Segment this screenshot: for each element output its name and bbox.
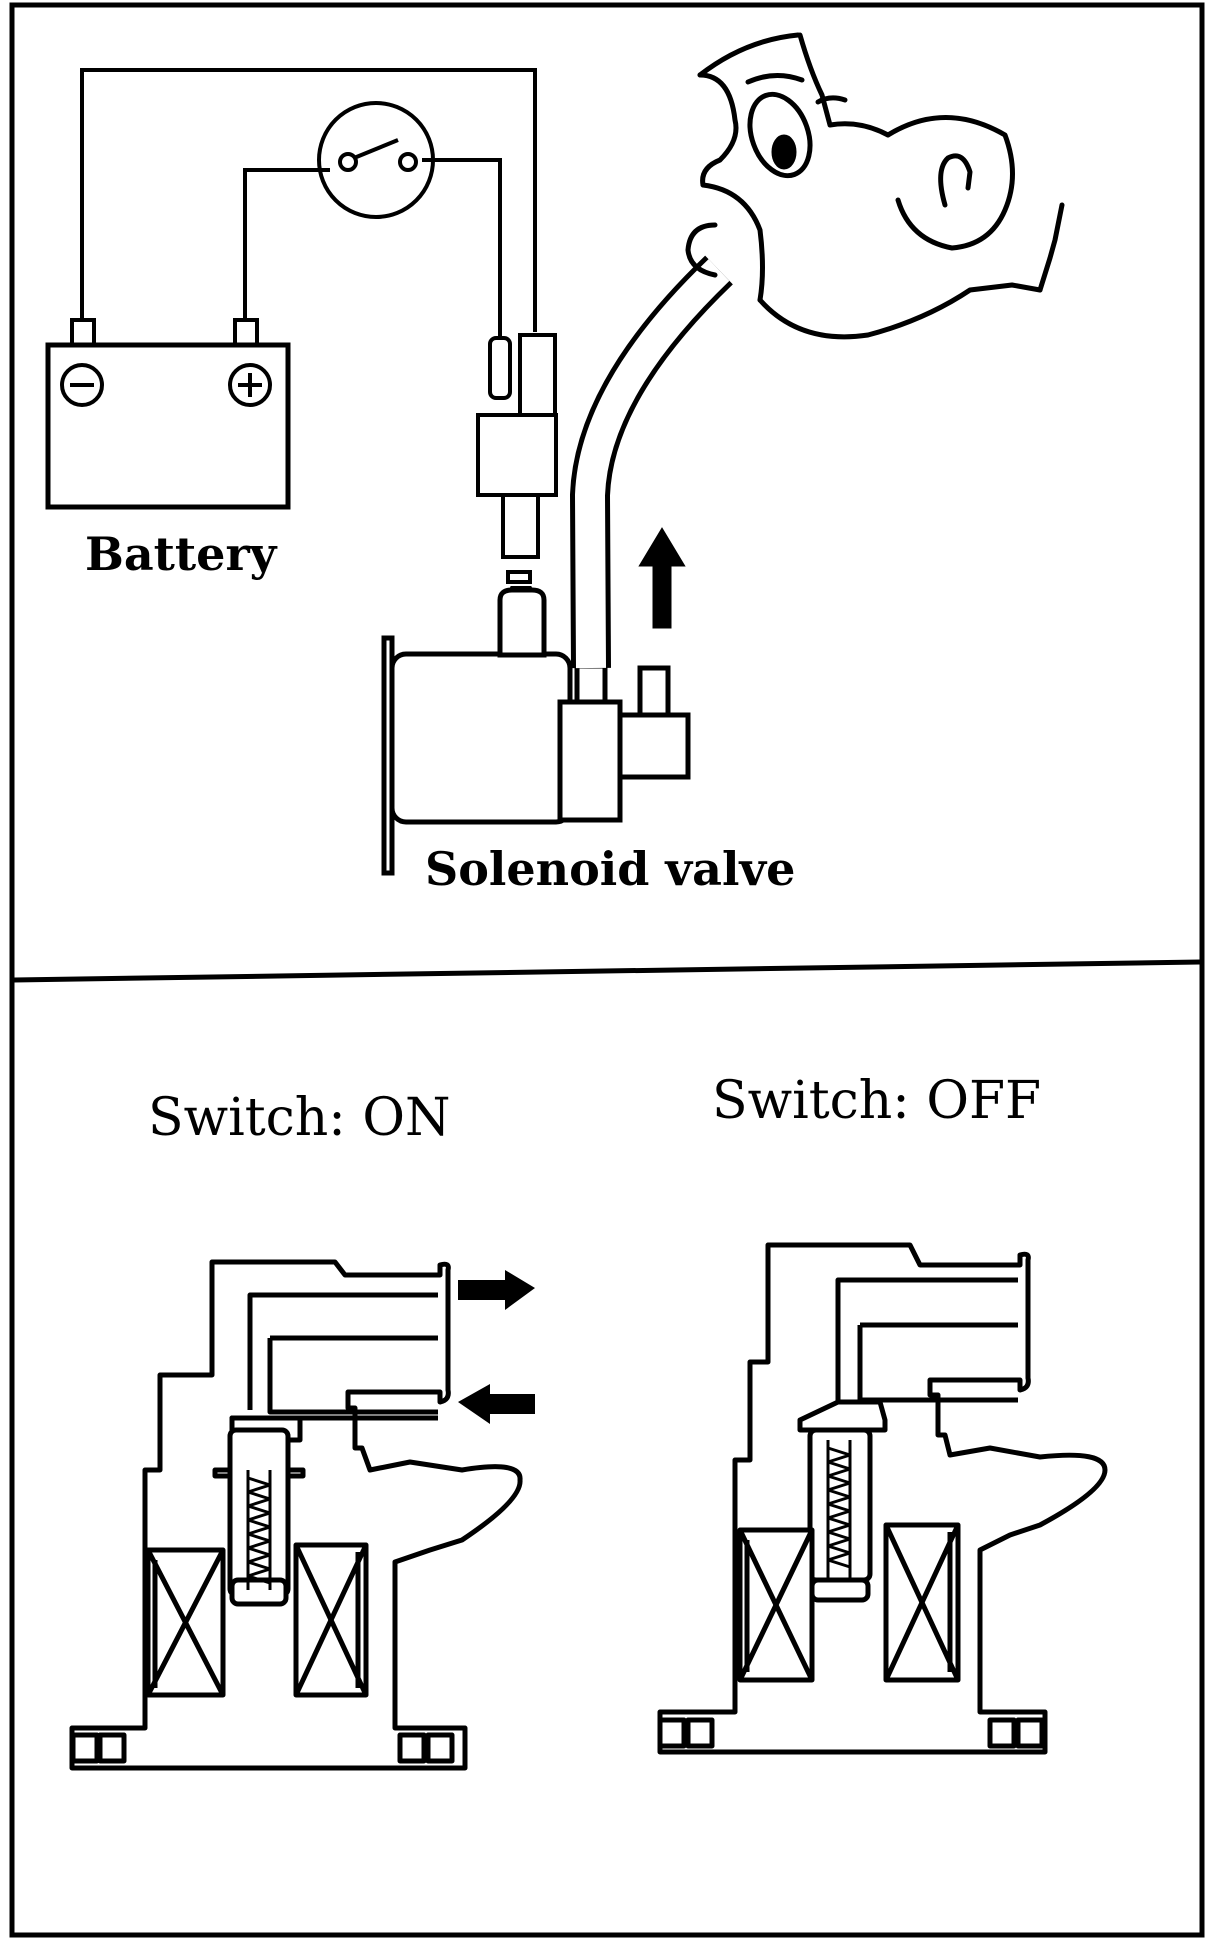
arrow-icon bbox=[462, 1270, 535, 1310]
valve-section-switch-on bbox=[69, 1259, 523, 1771]
minus-terminal-icon bbox=[60, 363, 104, 407]
arrow-icon bbox=[458, 1280, 462, 1300]
hose bbox=[569, 255, 733, 669]
coil-left bbox=[145, 1547, 226, 1698]
solenoid-valve bbox=[381, 587, 691, 876]
face-illustration bbox=[685, 32, 1065, 340]
valve-section-switch-off bbox=[657, 1242, 1108, 1755]
top-panel: Battery Solenoid valve bbox=[45, 32, 1065, 896]
plunger-spring bbox=[246, 1470, 272, 1590]
coil-right bbox=[293, 1542, 369, 1698]
battery-label: Battery bbox=[85, 527, 278, 581]
battery bbox=[45, 318, 291, 510]
arrow-icon bbox=[638, 527, 686, 629]
bottom-panel: Switch: ON Switch: OFF bbox=[69, 1071, 1108, 1771]
plunger-spring bbox=[826, 1440, 852, 1580]
switch-housing bbox=[317, 101, 435, 219]
switch bbox=[317, 101, 435, 219]
solenoid-valve-label: Solenoid valve bbox=[425, 842, 795, 896]
plus-terminal-icon bbox=[228, 363, 272, 407]
switch-off-label: Switch: OFF bbox=[712, 1071, 1041, 1131]
arrow-icon bbox=[458, 1384, 535, 1424]
switch-on-label: Switch: ON bbox=[148, 1088, 450, 1148]
outer-frame bbox=[9, 2, 1205, 1938]
wiring bbox=[80, 68, 537, 340]
switch-icon bbox=[338, 138, 418, 172]
coil-right bbox=[883, 1522, 961, 1683]
connector bbox=[476, 333, 558, 599]
coil-left bbox=[737, 1527, 815, 1683]
